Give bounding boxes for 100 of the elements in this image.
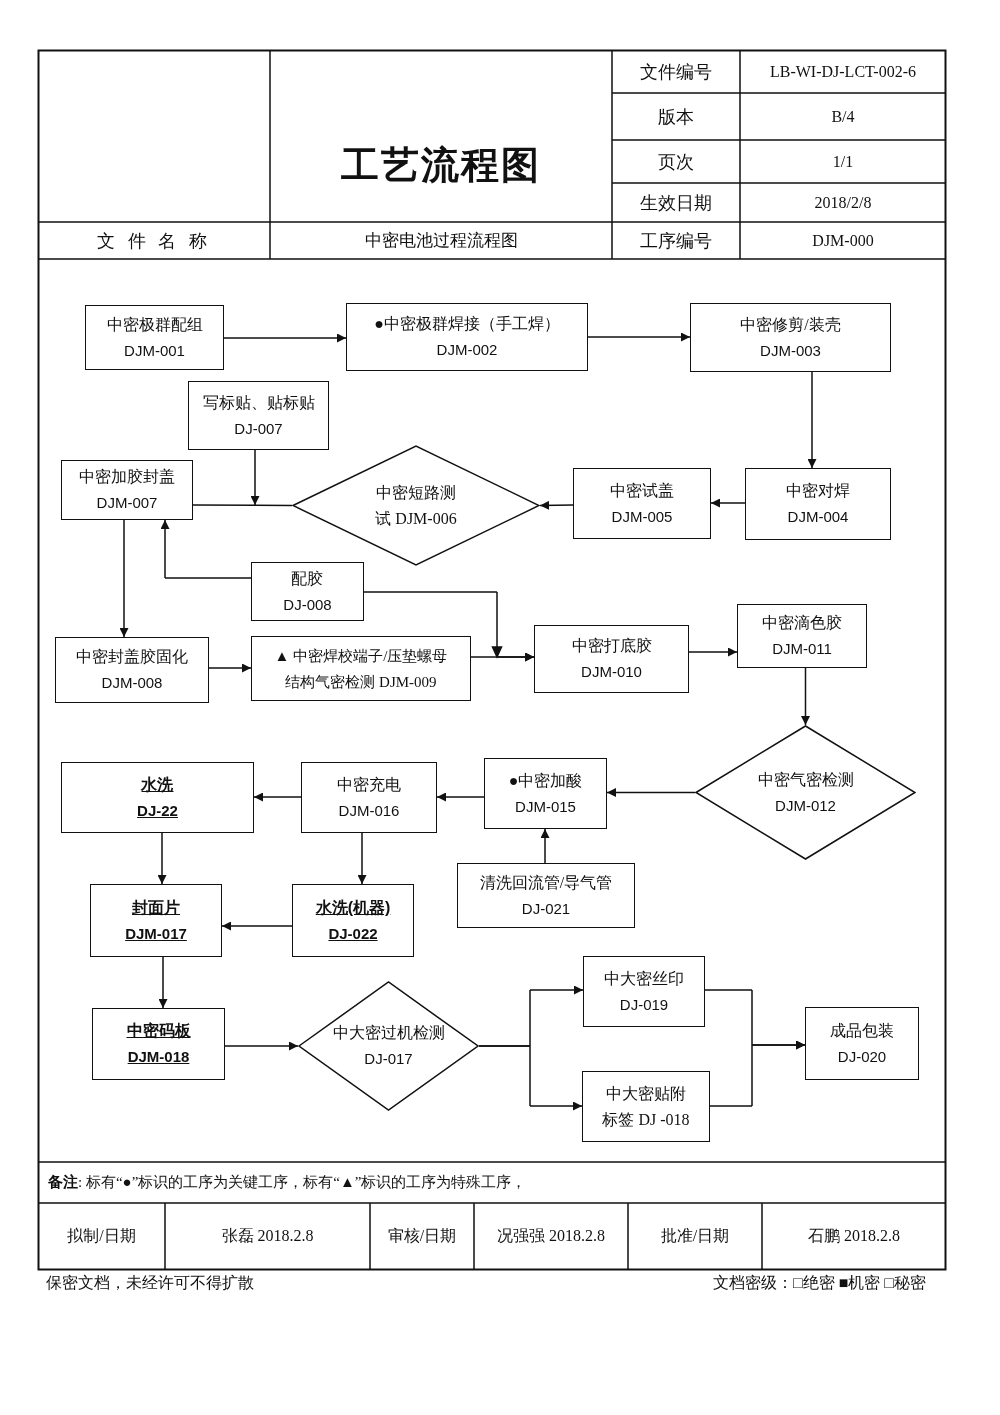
arrow — [357, 832, 367, 885]
arrow — [478, 1045, 583, 1111]
arrow — [160, 519, 252, 579]
step-code: DJ-007 — [234, 418, 283, 439]
step-code: DJM-004 — [787, 507, 849, 527]
step-name: ●中密加酸 — [508, 770, 583, 791]
step-code: DJM-002 — [436, 340, 498, 360]
arrow — [539, 500, 574, 510]
step-code: DJ-021 — [521, 898, 571, 919]
step-label: 中大密贴附标签 DJ -018 — [601, 1083, 691, 1130]
process-box — [582, 1071, 710, 1142]
arrow — [606, 788, 696, 797]
step-code: DJ-008 — [283, 594, 332, 615]
signature-value: 石鹏 2018.2.8 — [808, 1226, 900, 1246]
step-code: DJ-22 — [137, 800, 178, 821]
arrow — [221, 921, 293, 931]
process-box — [251, 562, 364, 621]
process-box — [805, 1007, 919, 1080]
step-label: 中密短路测试 DJM-006 — [374, 482, 458, 529]
classification-text: 文档密级：□绝密 ■机密 □秘密 — [713, 1272, 926, 1293]
decision-diamond — [695, 725, 916, 860]
field-label: 生效日期 — [640, 191, 712, 215]
step-label: ▲ 中密焊校端子/压垫螺母结构气密检测 DJM-009 — [273, 646, 449, 692]
connector-line — [192, 504, 293, 507]
arrow — [801, 667, 810, 726]
step-code: DJ-020 — [837, 1046, 887, 1067]
arrow — [157, 832, 167, 885]
process-box — [292, 884, 414, 957]
field-label: 页次 — [658, 150, 694, 174]
arrow — [223, 333, 347, 343]
step-name: 中密充电 — [337, 774, 401, 795]
arrow — [208, 663, 252, 673]
step-name: 中密对焊 — [786, 481, 850, 501]
arrow — [158, 956, 168, 1009]
step-name: 写标贴、贴标贴 — [202, 392, 315, 413]
process-box — [92, 1008, 225, 1080]
process-box — [346, 303, 588, 371]
step-code: DJM-001 — [124, 340, 185, 361]
field-value: 中密电池过程流程图 — [364, 230, 518, 252]
step-name: 中大密过机检测 — [332, 1023, 445, 1043]
step-name: 配胶 — [291, 568, 324, 589]
step-name: 中密修剪/装壳 — [740, 314, 841, 335]
process-box — [457, 863, 635, 928]
signature-label: 批准/日期 — [660, 1226, 730, 1246]
step-name: 中密加胶封盖 — [79, 467, 175, 487]
step-code: DJ-017 — [364, 1049, 413, 1069]
step-name: 中密气密检测 — [757, 769, 854, 790]
field-label: 文 件 名 称 — [97, 229, 211, 253]
process-box — [61, 460, 193, 520]
process-box — [55, 637, 209, 703]
step-name: 中密码板 — [126, 1021, 191, 1041]
step-code: DJM-017 — [125, 923, 187, 944]
step-code: DJM-008 — [101, 673, 163, 693]
step-code: DJ-019 — [619, 994, 669, 1015]
field-label: 文件编号 — [640, 60, 712, 84]
arrow — [709, 1040, 806, 1107]
step-name: 中密封盖胶固化 — [76, 647, 188, 667]
step-code: DJM-005 — [611, 506, 673, 527]
step-code: DJM-012 — [775, 795, 836, 816]
field-label: 工序编号 — [640, 229, 712, 253]
step-name: 清洗回流管/导气管 — [479, 872, 613, 893]
process-box — [301, 762, 437, 833]
field-value: B/4 — [831, 107, 855, 126]
arrow — [436, 792, 485, 802]
arrow — [250, 449, 260, 506]
field-label: 版本 — [658, 105, 694, 129]
decision-diamond — [292, 445, 540, 566]
step-name: 水洗(机器) — [315, 897, 391, 918]
process-box — [85, 305, 224, 370]
process-box — [745, 468, 891, 540]
step-code: DJ-022 — [328, 923, 378, 944]
process-box — [61, 762, 254, 833]
step-name: 中密极群配组 — [106, 314, 203, 335]
arrow — [119, 519, 129, 638]
arrow — [710, 498, 746, 508]
step-name: 成品包装 — [830, 1020, 894, 1041]
arrow — [253, 792, 302, 802]
step-name: 水洗 — [141, 774, 174, 795]
process-box — [583, 956, 705, 1027]
field-value: LB-WI-DJ-LCT-002-6 — [769, 62, 916, 81]
process-box — [690, 303, 891, 372]
arrow — [540, 828, 550, 864]
arrow — [470, 652, 535, 662]
note-text: 备注: 标有“●”标识的工序为关键工序，标有“▲”标识的工序为特殊工序， — [48, 1173, 527, 1192]
field-value: DJM-000 — [812, 231, 874, 250]
field-value: 2018/2/8 — [814, 193, 872, 212]
arrow — [587, 332, 691, 342]
form-title: 工艺流程图 — [341, 142, 541, 188]
step-code: DJM-007 — [96, 493, 158, 513]
footer-text: 保密文档，未经许可不得扩散 — [46, 1272, 254, 1293]
arrow — [807, 371, 817, 469]
process-box — [534, 625, 689, 693]
process-box — [251, 636, 471, 701]
signature-value: 况强强 2018.2.8 — [497, 1226, 605, 1246]
step-name: 中密试盖 — [610, 480, 674, 501]
step-code: DJM-003 — [760, 340, 821, 361]
signature-label: 审核/日期 — [387, 1226, 457, 1246]
arrow — [224, 1041, 299, 1051]
field-value: 1/1 — [832, 152, 854, 171]
process-box — [484, 758, 607, 829]
